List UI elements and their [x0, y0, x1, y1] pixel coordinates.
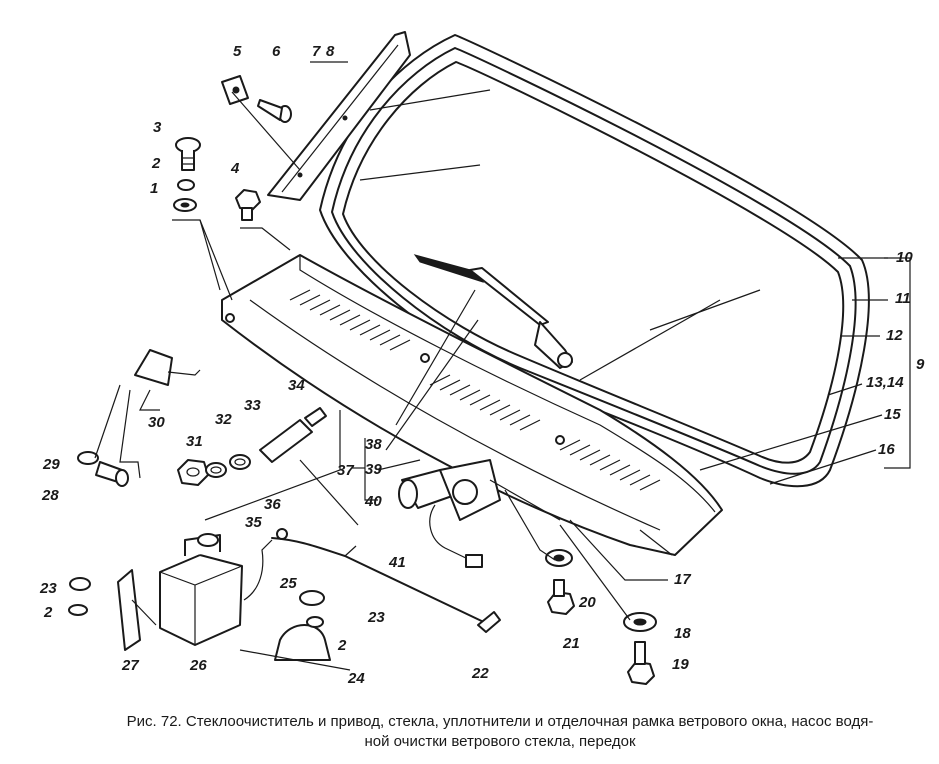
wiper-arm	[413, 254, 573, 369]
label-19: 19	[672, 656, 689, 673]
label-30: 30	[148, 414, 165, 431]
washer-33	[229, 454, 251, 470]
label-9: 9	[916, 356, 925, 373]
label-17: 17	[674, 571, 691, 588]
label-26: 26	[189, 657, 207, 674]
label-5: 5	[233, 43, 242, 60]
bracket-27	[117, 569, 157, 651]
cowl-vents	[289, 289, 661, 491]
label-31: 31	[186, 433, 203, 450]
label-6: 6	[272, 43, 281, 60]
figure-caption: Рис. 72. Стеклоочиститель и привод, стек…	[90, 712, 910, 752]
label-21: 21	[562, 635, 580, 652]
caption-line-1: Рис. 72. Стеклоочиститель и привод, стек…	[126, 713, 874, 730]
label-37: 37	[337, 462, 354, 479]
label-12: 12	[886, 327, 903, 344]
caption-line-2: ной очистки ветрового стекла, передок	[364, 733, 636, 750]
washer-20	[545, 549, 573, 567]
label-2b: 2	[337, 637, 347, 654]
label-33: 33	[244, 397, 261, 414]
nut-23a	[69, 577, 91, 591]
relay-30	[134, 349, 201, 411]
pump-26	[159, 533, 273, 646]
washer-hose	[271, 528, 501, 633]
label-35: 35	[245, 514, 262, 531]
label-7: 7	[312, 43, 321, 60]
label-27: 27	[121, 657, 139, 674]
label-32: 32	[215, 411, 232, 428]
clamp-24	[239, 624, 351, 671]
label-25: 25	[279, 575, 297, 592]
label-2c: 2	[43, 604, 53, 621]
wiper-motor	[398, 459, 561, 568]
label-15: 15	[884, 406, 901, 423]
label-23a: 23	[39, 580, 57, 597]
label-28: 28	[41, 487, 59, 504]
label-3: 3	[153, 119, 162, 136]
washer-32	[205, 462, 227, 478]
label-34: 34	[288, 377, 305, 394]
label-4: 4	[230, 160, 240, 177]
label-11: 11	[895, 290, 911, 307]
label-20: 20	[578, 594, 596, 611]
nut-4	[235, 189, 261, 221]
label-24: 24	[347, 670, 365, 687]
nozzle-34	[259, 407, 327, 463]
label-1: 1	[150, 180, 158, 197]
nut-23b	[299, 590, 325, 606]
trim-strip	[267, 31, 411, 201]
label-10: 10	[896, 249, 913, 266]
screw-3	[175, 137, 201, 171]
washer-1	[173, 198, 197, 212]
washer-2d	[306, 616, 324, 628]
washer-18	[623, 612, 657, 632]
callout-labels: 1 2 2 2 3 4 5 6 7 8 9 10 11 12 13,14 15 …	[39, 43, 925, 687]
clip-5	[221, 75, 249, 105]
exploded-parts-diagram: 1 2 2 2 3 4 5 6 7 8 9 10 11 12 13,14 15 …	[39, 31, 925, 687]
screw-6	[257, 99, 292, 123]
washer-29	[77, 451, 99, 465]
label-39: 39	[365, 461, 382, 478]
label-40: 40	[364, 493, 382, 510]
label-38: 38	[365, 436, 382, 453]
bolt-21	[547, 579, 575, 615]
spring-washer-2	[177, 179, 195, 191]
label-13-14: 13,14	[866, 374, 904, 391]
label-23b: 23	[367, 609, 385, 626]
label-16: 16	[878, 441, 895, 458]
label-36: 36	[264, 496, 281, 513]
label-41: 41	[388, 554, 406, 571]
label-8: 8	[326, 43, 335, 60]
washer-2c	[68, 604, 88, 616]
leader-lines	[94, 61, 911, 621]
cowl-panel	[221, 254, 723, 556]
nut-31	[177, 459, 209, 486]
label-29: 29	[42, 456, 60, 473]
label-2: 2	[151, 155, 161, 172]
bolt-19	[627, 641, 655, 685]
screw-28	[95, 461, 129, 487]
label-22: 22	[471, 665, 489, 682]
label-18: 18	[674, 625, 691, 642]
